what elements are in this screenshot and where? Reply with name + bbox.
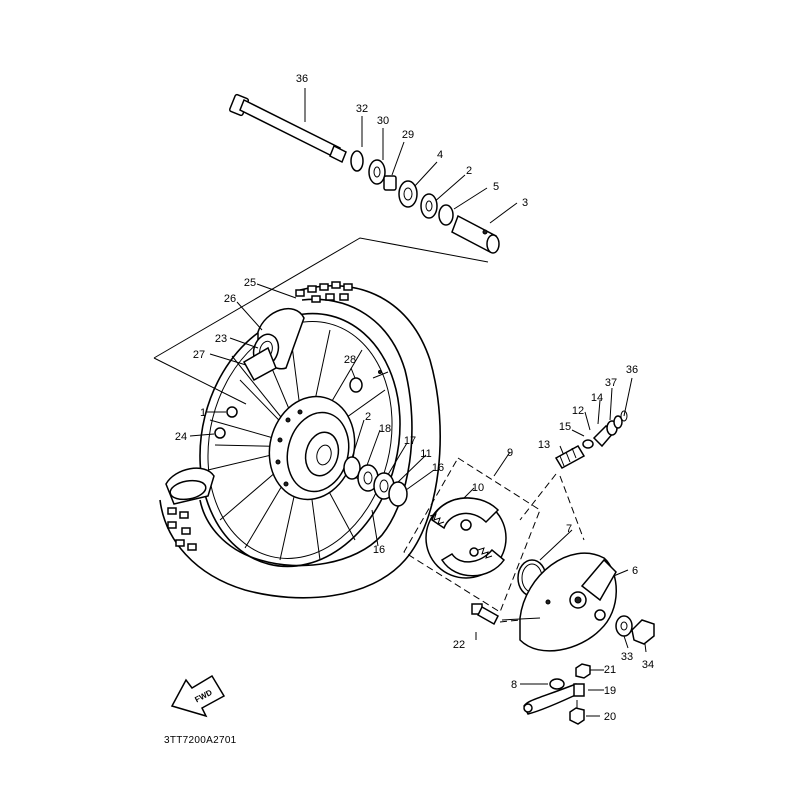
- callout-12: 12: [572, 405, 584, 417]
- callout-1: 1: [200, 407, 206, 419]
- callout-15: 15: [559, 421, 571, 433]
- wheel-hub: [268, 395, 356, 501]
- callout-22: 22: [453, 639, 465, 651]
- callout-30: 30: [377, 115, 389, 127]
- callout-37: 37: [605, 377, 617, 389]
- callout-21: 21: [604, 664, 616, 676]
- callout-6: 6: [632, 565, 638, 577]
- callout-9: 9: [507, 447, 513, 459]
- front-axle: [228, 88, 518, 224]
- reference-code: 3TT7200A2701: [164, 735, 237, 746]
- callout-7: 7: [566, 523, 572, 535]
- callout-4: 4: [437, 149, 443, 161]
- callout-3: 3: [522, 197, 528, 209]
- bearing-stack: [350, 150, 500, 254]
- callout-28: 28: [344, 354, 356, 366]
- callout-16-bottom: 16: [373, 544, 385, 556]
- speedometer-drive: [519, 377, 633, 541]
- callout-19: 19: [604, 685, 616, 697]
- callout-24: 24: [175, 431, 187, 443]
- callout-18: 18: [379, 423, 391, 435]
- callout-11: 11: [420, 448, 431, 460]
- callout-33: 33: [621, 651, 633, 663]
- callout-25: 25: [244, 277, 256, 289]
- callout-26: 26: [224, 293, 236, 305]
- tire-tread: [167, 281, 353, 551]
- callout-29: 29: [402, 129, 414, 141]
- callout-36: 36: [626, 364, 638, 376]
- callout-5: 5: [493, 181, 499, 193]
- callout-13: 13: [538, 439, 550, 451]
- wheel-assembly: [159, 281, 441, 599]
- hub-seals: [343, 419, 435, 547]
- brake-shoe-group: [403, 451, 541, 613]
- callout-34: 34: [642, 659, 654, 671]
- callout-17: 17: [404, 435, 416, 447]
- callout-20: 20: [604, 711, 616, 723]
- callout-32: 32: [356, 103, 368, 115]
- callout-8: 8: [511, 679, 517, 691]
- fwd-arrow-icon: FWD: [170, 674, 226, 718]
- callout-2-hub: 2: [365, 411, 371, 423]
- brake-panel: [471, 529, 655, 653]
- callout-10: 10: [472, 482, 484, 494]
- callout-labels: 36 32 30 29 4 2 5 3 25 26 23 27 28 1 24 …: [164, 73, 654, 746]
- reference-lines: [153, 237, 489, 405]
- callout-27: 27: [193, 349, 205, 361]
- callout-16-right: 16: [432, 462, 444, 474]
- brake-arm: [520, 663, 604, 725]
- callout-31: 36: [296, 73, 308, 85]
- leader-lines: [189, 283, 356, 437]
- callout-23: 23: [215, 333, 227, 345]
- callout-2-top: 2: [466, 165, 472, 177]
- callout-14: 14: [591, 392, 603, 404]
